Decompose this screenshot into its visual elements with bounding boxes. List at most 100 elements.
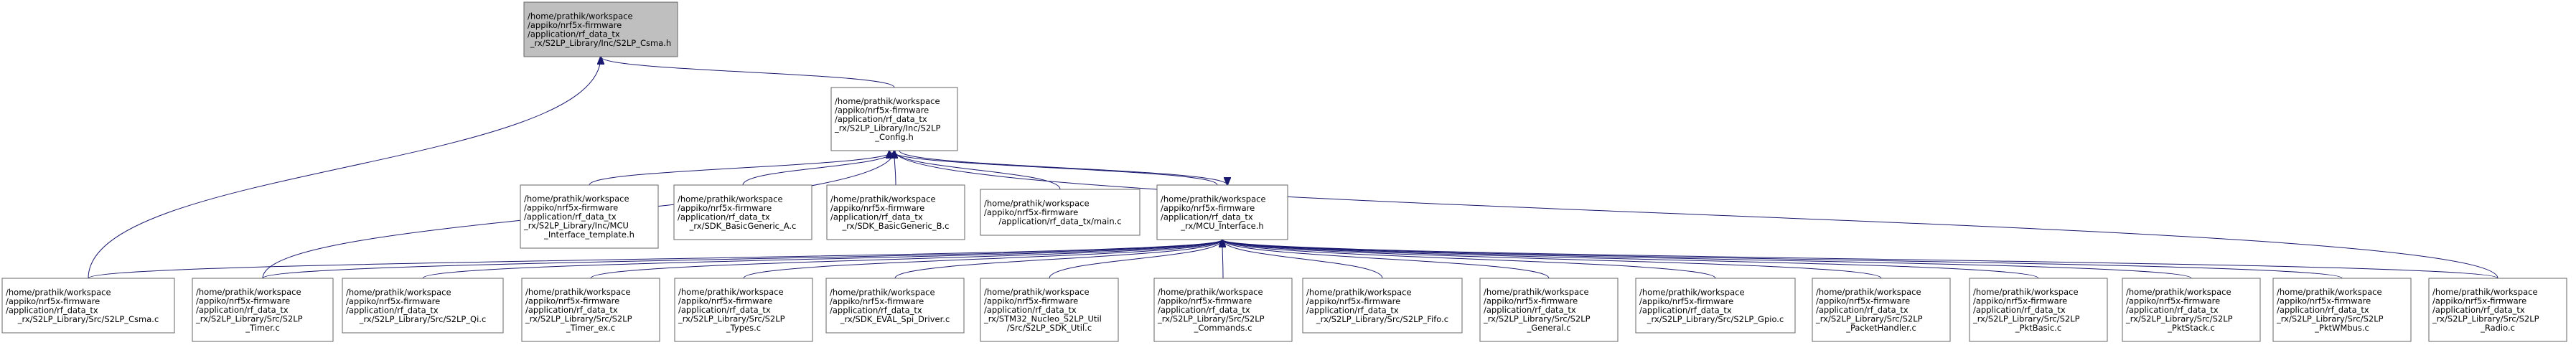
- file-node-box: [1302, 278, 1463, 334]
- file-node-label-line: _General.c: [1526, 323, 1570, 333]
- file-node-label-line: /home/prathik/workspace: [1161, 194, 1266, 204]
- file-node[interactable]: /home/prathik/workspace/appiko/nrf5x-fir…: [1969, 278, 2108, 342]
- file-node-label-line: /home/prathik/workspace: [678, 194, 783, 204]
- file-node-label-line: _rx/STM32_Nucleo_S2LP_Util: [983, 314, 1102, 324]
- file-node[interactable]: /home/prathik/workspace/appiko/nrf5x-fir…: [674, 278, 813, 342]
- file-node[interactable]: /home/prathik/workspace/appiko/nrf5x-fir…: [980, 278, 1119, 342]
- file-node[interactable]: /home/prathik/workspace/appiko/nrf5x-fir…: [980, 189, 1141, 236]
- include-edge: [894, 151, 896, 186]
- file-node-label-line: /application/rf_data_tx: [346, 305, 439, 315]
- file-node-label-line: /Src/S2LP_SDK_Util.c: [1007, 323, 1092, 333]
- file-node-label-line: /home/prathik/workspace: [196, 287, 301, 297]
- file-node[interactable]: /home/prathik/workspace/appiko/nrf5x-fir…: [523, 1, 678, 57]
- file-node-label-line: /appiko/nrf5x-firmware: [1816, 296, 1910, 306]
- include-edge: [899, 150, 1227, 185]
- file-node-label-line: /application/rf_data_tx: [1161, 212, 1253, 222]
- file-node-label-line: _rx/S2LP_Library/Src/S2LP: [2125, 314, 2233, 324]
- file-node[interactable]: /home/prathik/workspace/appiko/nrf5x-fir…: [1479, 278, 1619, 342]
- file-node[interactable]: /home/prathik/workspace/appiko/nrf5x-fir…: [1156, 184, 1288, 240]
- file-node-label-line: /application/rf_data_tx: [1973, 305, 2066, 315]
- include-edge: [743, 240, 1222, 279]
- include-edge: [894, 240, 1222, 279]
- file-node[interactable]: /home/prathik/workspace/appiko/nrf5x-fir…: [1635, 278, 1796, 334]
- file-node-label-line: /home/prathik/workspace: [2126, 287, 2231, 297]
- file-node[interactable]: /home/prathik/workspace/appiko/nrf5x-fir…: [830, 87, 958, 151]
- file-node-label-line: _Commands.c: [1194, 323, 1252, 333]
- file-node-box: [523, 1, 678, 57]
- file-node-label-line: /application/rf_data_tx: [1158, 305, 1250, 315]
- file-node[interactable]: /home/prathik/workspace/appiko/nrf5x-fir…: [520, 184, 659, 249]
- file-node[interactable]: /home/prathik/workspace/appiko/nrf5x-fir…: [2428, 278, 2567, 342]
- file-node-box: [1, 278, 175, 334]
- file-node-box: [1156, 184, 1288, 240]
- file-node-label-line: _Config.h: [874, 132, 914, 142]
- file-node-label-line: /appiko/nrf5x-firmware: [6, 296, 100, 306]
- file-node-label-line: /appiko/nrf5x-firmware: [2126, 296, 2220, 306]
- file-node[interactable]: /home/prathik/workspace/appiko/nrf5x-fir…: [192, 278, 334, 342]
- file-node[interactable]: /home/prathik/workspace/appiko/nrf5x-fir…: [673, 184, 812, 240]
- include-edge: [1222, 240, 1383, 279]
- file-node-label-line: _rx/S2LP_Library/Inc/S2LP_Csma.h: [530, 38, 671, 48]
- file-node-label-line: /home/prathik/workspace: [1484, 287, 1589, 297]
- file-node[interactable]: /home/prathik/workspace/appiko/nrf5x-fir…: [1302, 278, 1463, 334]
- file-node-label-line: /home/prathik/workspace: [1158, 287, 1263, 297]
- file-node-label-line: _Timer_ex.c: [566, 323, 615, 333]
- file-node-label-line: /appiko/nrf5x-firmware: [830, 203, 924, 213]
- file-node-label-line: _rx/S2LP_Library/Src/S2LP: [195, 314, 303, 324]
- file-node[interactable]: /home/prathik/workspace/appiko/nrf5x-fir…: [825, 278, 965, 334]
- file-node-label-line: /application/rf_data_tx: [528, 29, 620, 39]
- file-node-label-line: _Interface_template.h: [543, 230, 634, 240]
- file-node-label-line: _rx/SDK_BasicGeneric_B.c: [842, 221, 950, 231]
- file-node-label-line: /home/prathik/workspace: [830, 194, 936, 204]
- file-node-label-line: /home/prathik/workspace: [984, 199, 1090, 209]
- file-node-label-line: /application/rf_data_tx: [196, 305, 289, 315]
- file-node-label-line: /appiko/nrf5x-firmware: [984, 296, 1078, 306]
- include-edge: [590, 240, 1222, 279]
- file-node-label-line: _rx/S2LP_Library/Src/S2LP: [1972, 314, 2080, 324]
- file-node[interactable]: /home/prathik/workspace/appiko/nrf5x-fir…: [1, 278, 175, 334]
- file-node-label-line: /home/prathik/workspace: [1816, 287, 1921, 297]
- file-node-label-line: _Radio.c: [2480, 323, 2515, 333]
- include-edge: [1222, 240, 2343, 279]
- file-node[interactable]: /home/prathik/workspace/appiko/nrf5x-fir…: [2272, 278, 2412, 342]
- file-node-label-line: /application/rf_data_tx: [6, 305, 98, 315]
- file-node-box: [192, 278, 334, 342]
- file-node-box: [342, 278, 504, 334]
- file-node[interactable]: /home/prathik/workspace/appiko/nrf5x-fir…: [1812, 278, 1951, 342]
- file-node-label-line: /application/rf_data_tx: [1639, 305, 1732, 315]
- file-node-box: [826, 184, 965, 240]
- file-node[interactable]: /home/prathik/workspace/appiko/nrf5x-fir…: [2122, 278, 2261, 342]
- file-node-label-line: /home/prathik/workspace: [1639, 287, 1745, 297]
- file-node-label-line: _rx/SDK_BasicGeneric_A.c: [689, 221, 797, 231]
- file-node-box: [2272, 278, 2412, 342]
- file-node-label-line: _rx/S2LP_Library/Src/S2LP: [1157, 314, 1265, 324]
- file-node-label-line: _PacketHandler.c: [1845, 323, 1916, 333]
- file-node-label-line: /application/rf_data_tx: [524, 212, 617, 222]
- include-edge: [894, 151, 2498, 279]
- file-node[interactable]: /home/prathik/workspace/appiko/nrf5x-fir…: [521, 278, 660, 342]
- include-edge: [422, 240, 1222, 279]
- file-node-label-line: _rx/S2LP_Library/Inc/MCU: [523, 221, 629, 231]
- include-edge: [894, 151, 1061, 190]
- file-node-label-line: /application/rf_data_tx: [2126, 305, 2219, 315]
- file-node[interactable]: /home/prathik/workspace/appiko/nrf5x-fir…: [342, 278, 504, 334]
- file-node-box: [1479, 278, 1619, 342]
- file-node-label-line: /application/rf_data_tx/main.c: [998, 217, 1121, 227]
- file-node-label-line: /application/rf_data_tx: [678, 212, 770, 222]
- file-node[interactable]: /home/prathik/workspace/appiko/nrf5x-fir…: [826, 184, 965, 240]
- file-node-label-line: /home/prathik/workspace: [6, 287, 111, 297]
- file-node-label-line: _PktStack.c: [2167, 323, 2215, 333]
- file-node-label-line: /appiko/nrf5x-firmware: [2432, 296, 2526, 306]
- file-node[interactable]: /home/prathik/workspace/appiko/nrf5x-fir…: [1153, 278, 1293, 342]
- file-node-label-line: /home/prathik/workspace: [1973, 287, 2079, 297]
- file-node-label-line: /application/rf_data_tx: [525, 305, 618, 315]
- file-node-label-line: /home/prathik/workspace: [2432, 287, 2538, 297]
- include-edge: [589, 151, 894, 186]
- file-node-box: [830, 87, 958, 151]
- file-node-label-line: _rx/S2LP_Library/Inc/S2LP: [834, 123, 941, 133]
- include-edge: [1222, 240, 1882, 279]
- include-edge: [262, 240, 1222, 279]
- file-node-label-line: /appiko/nrf5x-firmware: [835, 105, 929, 115]
- file-node-label-line: /application/rf_data_tx: [2432, 305, 2525, 315]
